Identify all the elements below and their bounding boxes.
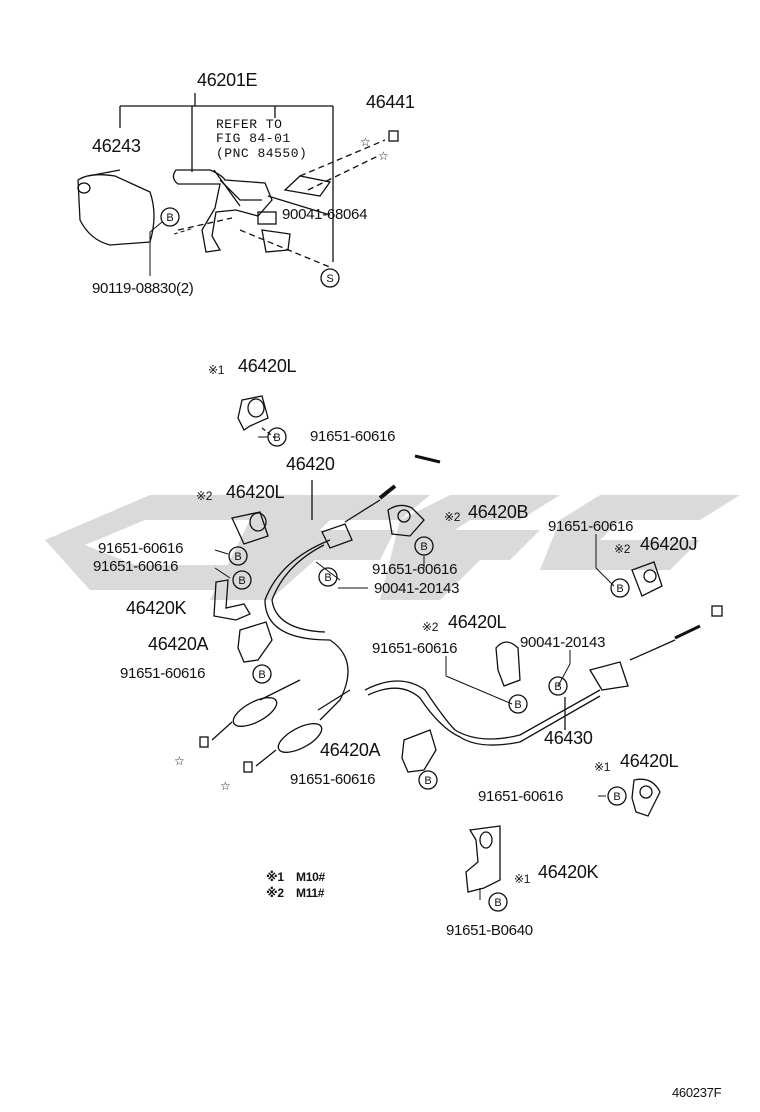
mark-46420L-4: ※1 — [594, 760, 611, 774]
callout-circles — [160, 207, 630, 912]
refer-note-line2: FIG 84-01 — [216, 131, 291, 146]
label-91651-top: 91651-60616 — [310, 428, 396, 445]
callout-bolt-letter: B — [616, 583, 623, 595]
label-90041-20143-a: 90041-20143 — [374, 580, 460, 597]
leader-lines — [149, 221, 615, 900]
clip-46420B — [387, 504, 425, 537]
label-91651-g: 91651-60616 — [478, 788, 564, 805]
refer-note-line1: REFER TO — [216, 117, 283, 132]
callout-bolt-letter: B — [424, 775, 431, 787]
callout-bolt-letter: B — [166, 212, 173, 224]
callout-bolt-letter: B — [273, 432, 280, 444]
callout-bolt-letter: B — [514, 699, 521, 711]
mark-46420L-top: ※1 — [208, 363, 225, 377]
callout-bolt-letter: B — [420, 541, 427, 553]
label-46420L-4: 46420L — [620, 751, 679, 771]
bracket-46420K-right — [465, 825, 501, 893]
clip-46420L-3 — [495, 641, 521, 687]
label-91651-a: 91651-60616 — [98, 540, 184, 557]
label-46420K-left: 46420K — [126, 598, 187, 618]
label-91651-e: 91651-60616 — [372, 640, 458, 657]
label-90119-08830: 90119-08830(2) — [92, 280, 194, 297]
clip-46420A-left — [237, 621, 273, 663]
label-46201E: 46201E — [197, 70, 258, 90]
mark-46420L-2: ※2 — [196, 489, 213, 503]
label-91651-b: 91651-60616 — [93, 558, 179, 575]
lever-boot-46243 — [77, 174, 155, 246]
svg-text:☆: ☆ — [174, 754, 185, 768]
clip-46420A-mid — [401, 729, 437, 773]
svg-text:☆: ☆ — [378, 149, 389, 163]
callout-bolt-letter: B — [234, 551, 241, 563]
mark-46420B: ※2 — [444, 510, 461, 524]
bracket-46420K-left — [213, 579, 251, 621]
callout-bolt-letter: B — [613, 791, 620, 803]
label-91651-f: 91651-60616 — [290, 771, 376, 788]
note-2-text: M11# — [296, 886, 325, 900]
top-cable-end — [267, 130, 399, 216]
label-46420A-left: 46420A — [148, 634, 209, 654]
label-46420L-3: 46420L — [448, 612, 507, 632]
clip-46420L-4 — [631, 778, 661, 817]
label-46420L-2: 46420L — [226, 482, 285, 502]
note-1-text: M10# — [296, 870, 325, 884]
callout-bolt-letter: B — [238, 575, 245, 587]
mark-46420J: ※2 — [614, 542, 631, 556]
refer-note-line3: (PNC 84550) — [216, 146, 308, 161]
label-46420: 46420 — [286, 454, 335, 474]
label-46420J: 46420J — [640, 534, 698, 554]
label-90041-68064: 90041-68064 — [282, 206, 368, 223]
clip-46420L-2 — [231, 511, 269, 545]
callout-bolt-letter: B — [258, 669, 265, 681]
callout-letters: B S B B B B B B B B B B B B — [166, 212, 623, 909]
cable-46420 — [199, 454, 441, 773]
label-46420A-mid: 46420A — [320, 740, 381, 760]
cable-46430 — [364, 605, 723, 746]
label-46420B: 46420B — [468, 502, 529, 522]
star-markers: ☆ ☆ ☆ ☆ — [174, 135, 389, 793]
svg-text:☆: ☆ — [220, 779, 231, 793]
mark-46420K-right: ※1 — [514, 872, 531, 886]
callout-bolt-letter: B — [494, 897, 501, 909]
label-91651-c: 91651-60616 — [372, 561, 458, 578]
note-1-mark: ※1 — [266, 870, 284, 884]
note-2-mark: ※2 — [266, 886, 284, 900]
mark-46420L-3: ※2 — [422, 620, 439, 634]
clip-46420J — [631, 561, 663, 597]
refer-leader — [213, 169, 241, 207]
label-46430: 46430 — [544, 728, 593, 748]
label-46441: 46441 — [366, 92, 415, 112]
svg-text:☆: ☆ — [360, 135, 371, 149]
label-90041-20143-b: 90041-20143 — [520, 634, 606, 651]
label-91651-B0640: 91651-B0640 — [446, 922, 533, 939]
label-46243: 46243 — [92, 136, 141, 156]
callout-bolt-letter: B — [554, 681, 561, 693]
label-91651-J: 91651-60616 — [548, 518, 634, 535]
callout-screw-letter: S — [326, 273, 333, 285]
label-46420L-top: 46420L — [238, 356, 297, 376]
label-91651-d: 91651-60616 — [120, 665, 206, 682]
label-46420K-right: 46420K — [538, 862, 599, 882]
figure-code: 460237F — [672, 1085, 722, 1100]
assembly-46201E-bracket-lines — [87, 93, 334, 262]
callout-bolt-letter: B — [324, 572, 331, 584]
